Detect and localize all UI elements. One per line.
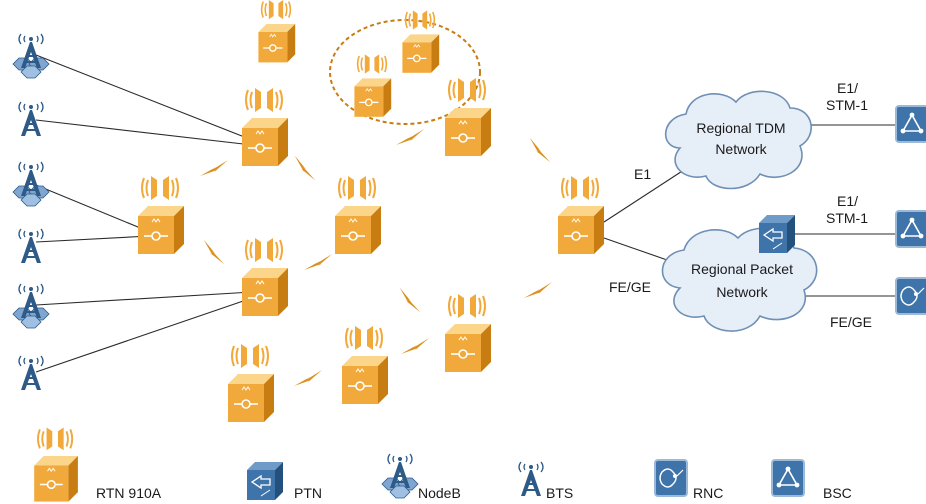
rtn-910a-icon (444, 77, 492, 157)
link-label-e1-stm1-mid-a: E1/ (837, 193, 858, 209)
rnc-icon (895, 277, 926, 315)
nodeb-icon (13, 284, 49, 328)
legend-bts-icon (518, 461, 544, 497)
radio-link-icon (524, 282, 552, 298)
link-label-e1-stm1-top-b: STM-1 (826, 97, 868, 113)
ptn-icon (758, 214, 796, 254)
base-stations (13, 34, 49, 391)
legend-ptn-icon (246, 461, 284, 501)
cloud-tdm-line2: Network (715, 141, 767, 157)
legend-rtn-910a-icon (33, 426, 79, 503)
radio-link-icon (294, 152, 316, 184)
radio-link-icon (200, 160, 228, 176)
cloud-packet-line1: Regional Packet (691, 261, 793, 277)
legend-rnc-label: RNC (693, 485, 723, 501)
legend-ptn-label: PTN (294, 485, 322, 501)
radio-link-icon (396, 129, 424, 145)
rtn-910a-icon (241, 87, 289, 167)
legend-rtn-910a-label: RTN 910A (96, 485, 162, 501)
rtn-910a-icon (334, 175, 382, 255)
legend-nodeb-label: NodeB (418, 485, 461, 501)
rtn-910a-icon (241, 237, 289, 317)
link-label-e1-stm1-top-a: E1/ (837, 80, 858, 96)
legend: RTN 910A PTN NodeB BTS RNC BSC (33, 426, 852, 503)
bsc-icon (895, 210, 926, 248)
radio-link-icon (304, 254, 332, 270)
rtn-910a-icon (557, 175, 605, 255)
legend-bsc-label: BSC (823, 485, 852, 501)
regional-tdm-network-cloud: Regional TDM Network (664, 90, 812, 190)
rtn-910a-icon (353, 53, 393, 118)
legend-bsc-icon (771, 459, 805, 497)
link-label-e1-stm1-mid-b: STM-1 (826, 210, 868, 226)
rtn-910a-icon (257, 0, 297, 64)
rtn-910a-icon (137, 175, 185, 255)
bts-icon (18, 101, 44, 137)
radio-link-icon (529, 134, 551, 166)
rtn-910a-icon (227, 343, 275, 423)
radio-link-icon (203, 236, 225, 268)
cloud-packet-line2: Network (716, 284, 768, 300)
link-label-e1: E1 (634, 166, 651, 182)
link-label-fe-ge: FE/GE (609, 279, 651, 295)
legend-bts-label: BTS (546, 485, 573, 501)
rtn-devices (137, 0, 605, 423)
bts-icon (18, 228, 44, 264)
radio-link-icon (294, 370, 322, 386)
radio-link-icon (399, 284, 421, 316)
radio-link-icon (401, 338, 429, 354)
cloud-tdm-line1: Regional TDM (696, 120, 785, 136)
rtn-910a-icon (341, 325, 389, 405)
access-links (35, 54, 253, 373)
legend-nodeb-icon (382, 454, 418, 498)
regional-packet-network-cloud: Regional Packet Network (661, 227, 818, 332)
link-label-fe-ge-right: FE/GE (830, 314, 872, 330)
nodeb-icon (13, 34, 49, 78)
nodeb-icon (13, 162, 49, 206)
bsc-icon (895, 105, 926, 143)
bts-icon (18, 355, 44, 391)
legend-rnc-icon (654, 459, 688, 497)
rtn-910a-icon (444, 293, 492, 373)
